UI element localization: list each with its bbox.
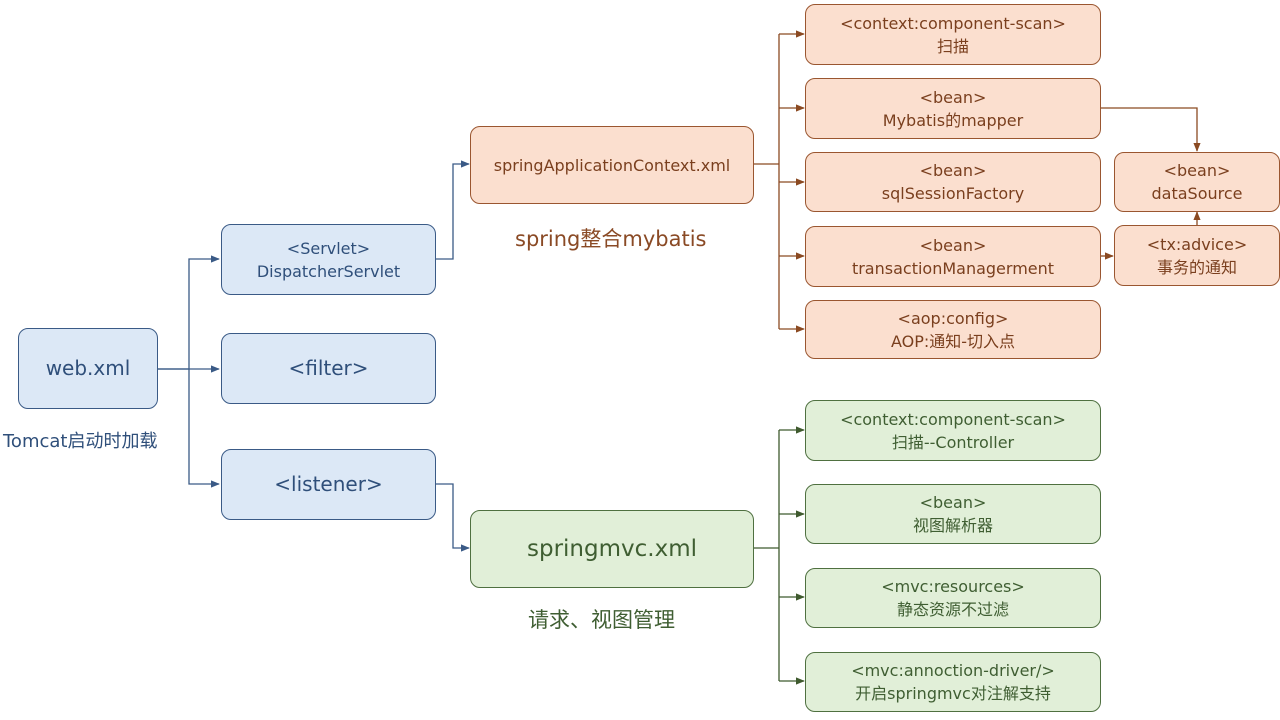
spring-child-line2: transactionManagerment xyxy=(851,258,1055,278)
mvc-child-line2: 扫描--Controller xyxy=(891,432,1015,452)
mvc-child-component-scan[interactable]: <context:component-scan> 扫描--Controller xyxy=(805,400,1101,461)
mvc-connectors xyxy=(754,426,805,685)
spring-connectors xyxy=(754,30,1201,333)
spring-caption: spring整合mybatis xyxy=(515,227,707,251)
edge-root-listener xyxy=(188,369,220,488)
web-xml-label: web.xml xyxy=(45,356,131,380)
spring-child-transaction-manager[interactable]: <bean> transactionManagerment xyxy=(805,226,1101,287)
mvc-child-view-resolver[interactable]: <bean> 视图解析器 xyxy=(805,484,1101,544)
spring-child-line2: Mybatis的mapper xyxy=(882,110,1024,130)
edge-root-servlet xyxy=(158,255,220,370)
springmvc-label: springmvc.xml xyxy=(527,535,697,562)
mvc-child-annotation-driver[interactable]: <mvc:annoction-driver/> 开启springmvc对注解支持 xyxy=(805,652,1101,712)
servlet-node[interactable]: <Servlet> DispatcherServlet xyxy=(221,224,436,295)
mvc-caption: 请求、视图管理 xyxy=(528,608,675,632)
mvc-child-resources[interactable]: <mvc:resources> 静态资源不过滤 xyxy=(805,568,1101,628)
tomcat-caption: Tomcat启动时加载 xyxy=(3,431,158,452)
springmvc-node[interactable]: springmvc.xml xyxy=(470,510,754,588)
web-xml-node[interactable]: web.xml xyxy=(18,328,158,409)
spring-child-sqlsessionfactory[interactable]: <bean> sqlSessionFactory xyxy=(805,152,1101,212)
listener-node[interactable]: <listener> xyxy=(221,449,436,520)
mvc-child-line1: <bean> xyxy=(919,493,987,512)
mvc-child-line1: <mvc:resources> xyxy=(881,577,1025,596)
spring-context-node[interactable]: springApplicationContext.xml xyxy=(470,126,754,204)
mvc-child-line2: 视图解析器 xyxy=(912,516,993,535)
listener-label: <listener> xyxy=(274,472,383,496)
tx-advice-node[interactable]: <tx:advice> 事务的通知 xyxy=(1114,225,1280,286)
spring-child-line1: <bean> xyxy=(919,235,987,255)
spring-child-component-scan[interactable]: <context:component-scan> 扫描 xyxy=(805,4,1101,65)
spring-child-aop-config[interactable]: <aop:config> AOP:通知-切入点 xyxy=(805,300,1101,359)
spring-child-line1: <context:component-scan> xyxy=(840,13,1066,33)
edge-servlet-spring xyxy=(436,160,470,260)
filter-node[interactable]: <filter> xyxy=(221,333,436,404)
servlet-line2: DispatcherServlet xyxy=(256,261,401,281)
mvc-child-line2: 静态资源不过滤 xyxy=(896,600,1009,619)
edge-mapper-datasource xyxy=(1101,107,1201,152)
spring-child-line1: <bean> xyxy=(919,161,987,180)
datasource-line2: dataSource xyxy=(1151,184,1243,203)
datasource-line1: <bean> xyxy=(1163,161,1231,180)
tx-advice-line1: <tx:advice> xyxy=(1146,234,1248,254)
spring-child-line2: sqlSessionFactory xyxy=(881,184,1025,203)
root-connectors xyxy=(158,160,470,552)
mvc-child-line1: <mvc:annoction-driver/> xyxy=(851,661,1055,680)
mvc-child-line2: 开启springmvc对注解支持 xyxy=(855,684,1051,703)
datasource-node[interactable]: <bean> dataSource xyxy=(1114,152,1280,212)
spring-child-line1: <aop:config> xyxy=(897,308,1009,328)
edge-listener-mvc xyxy=(436,483,470,552)
spring-child-mapper[interactable]: <bean> Mybatis的mapper xyxy=(805,78,1101,139)
spring-context-label: springApplicationContext.xml xyxy=(493,155,731,175)
filter-label: <filter> xyxy=(288,356,369,380)
spring-child-line1: <bean> xyxy=(919,87,987,107)
servlet-line1: <Servlet> xyxy=(286,238,371,258)
spring-child-line2: 扫描 xyxy=(936,36,969,56)
mvc-child-line1: <context:component-scan> xyxy=(840,409,1066,429)
tx-advice-line2: 事务的通知 xyxy=(1156,257,1237,277)
spring-child-line2: AOP:通知-切入点 xyxy=(890,331,1016,351)
